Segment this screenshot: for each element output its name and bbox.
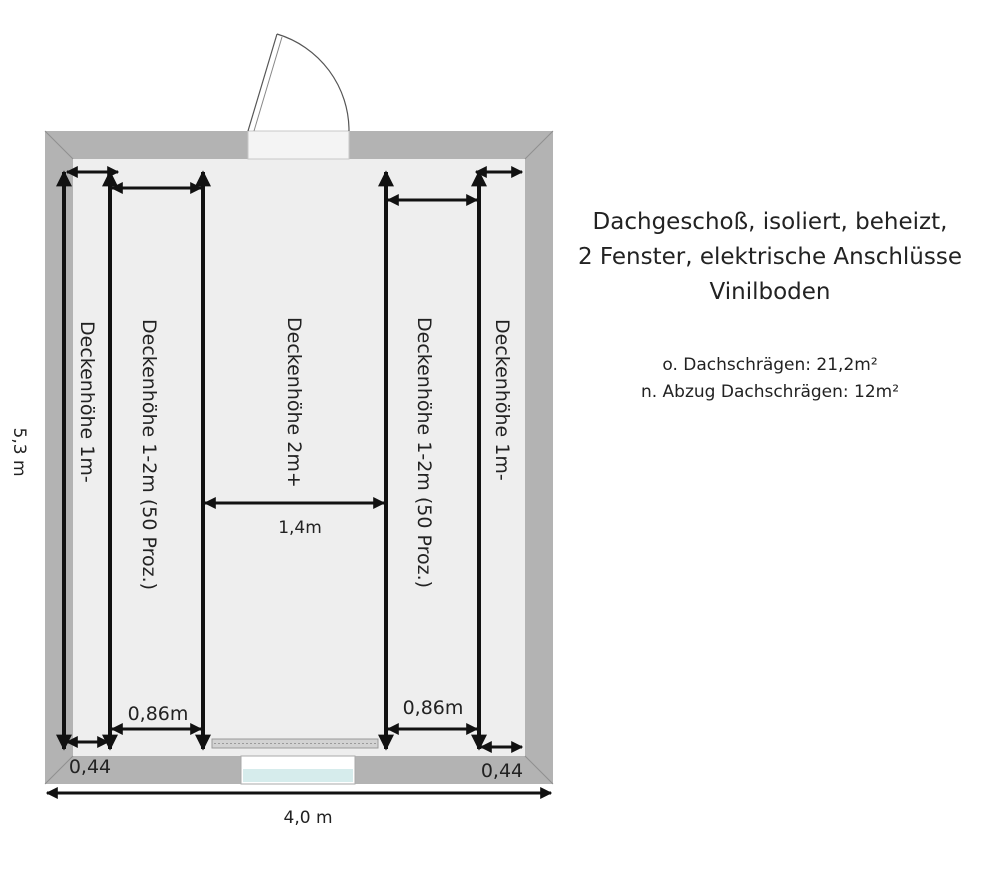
area-minus-slopes: n. Abzug Dachschrägen: 12m² — [640, 382, 900, 402]
door-opening — [247, 130, 350, 160]
window-glass — [243, 769, 353, 782]
dim-label-mid-left: 0,86m — [128, 703, 189, 725]
dim-label-total-height: 5,3 m — [9, 428, 29, 477]
wall-corner-line — [44, 130, 74, 160]
description-line: Dachgeschoß, isoliert, beheizt, — [592, 209, 948, 235]
zone-label-edge-left: Deckenhöhe 1m- — [76, 321, 98, 483]
door-leaf — [247, 33, 278, 132]
wall-corner-line — [524, 755, 554, 785]
zone-label-mid-right: Deckenhöhe 1-2m (50 Proz.) — [413, 317, 435, 588]
area-with-slopes: o. Dachschrägen: 21,2m² — [662, 355, 878, 375]
dim-label-center: 1,4m — [278, 518, 322, 538]
dim-label-mid-right: 0,86m — [403, 697, 464, 719]
dim-label-edge-left: 0,44 — [69, 756, 111, 778]
dim-label-total-width: 4,0 m — [284, 808, 333, 828]
description-line: 2 Fenster, elektrische Anschlüsse — [577, 244, 962, 270]
area-summary: o. Dachschrägen: 21,2m² n. Abzug Dachsch… — [560, 352, 980, 406]
room-floor — [73, 159, 525, 756]
door-leaf — [253, 36, 283, 132]
room-description: Dachgeschoß, isoliert, beheizt, 2 Fenste… — [560, 205, 980, 310]
zone-label-center: Deckenhöhe 2m+ — [283, 317, 305, 488]
zone-label-edge-right: Deckenhöhe 1m- — [491, 319, 513, 481]
wall-corner-line — [524, 130, 554, 160]
zone-label-mid-left: Deckenhöhe 1-2m (50 Proz.) — [138, 319, 160, 590]
door-swing-arc — [276, 33, 350, 132]
description-line: Vinilboden — [709, 279, 831, 305]
wall-corner-line — [44, 755, 74, 785]
dim-label-edge-right: 0,44 — [481, 760, 523, 782]
